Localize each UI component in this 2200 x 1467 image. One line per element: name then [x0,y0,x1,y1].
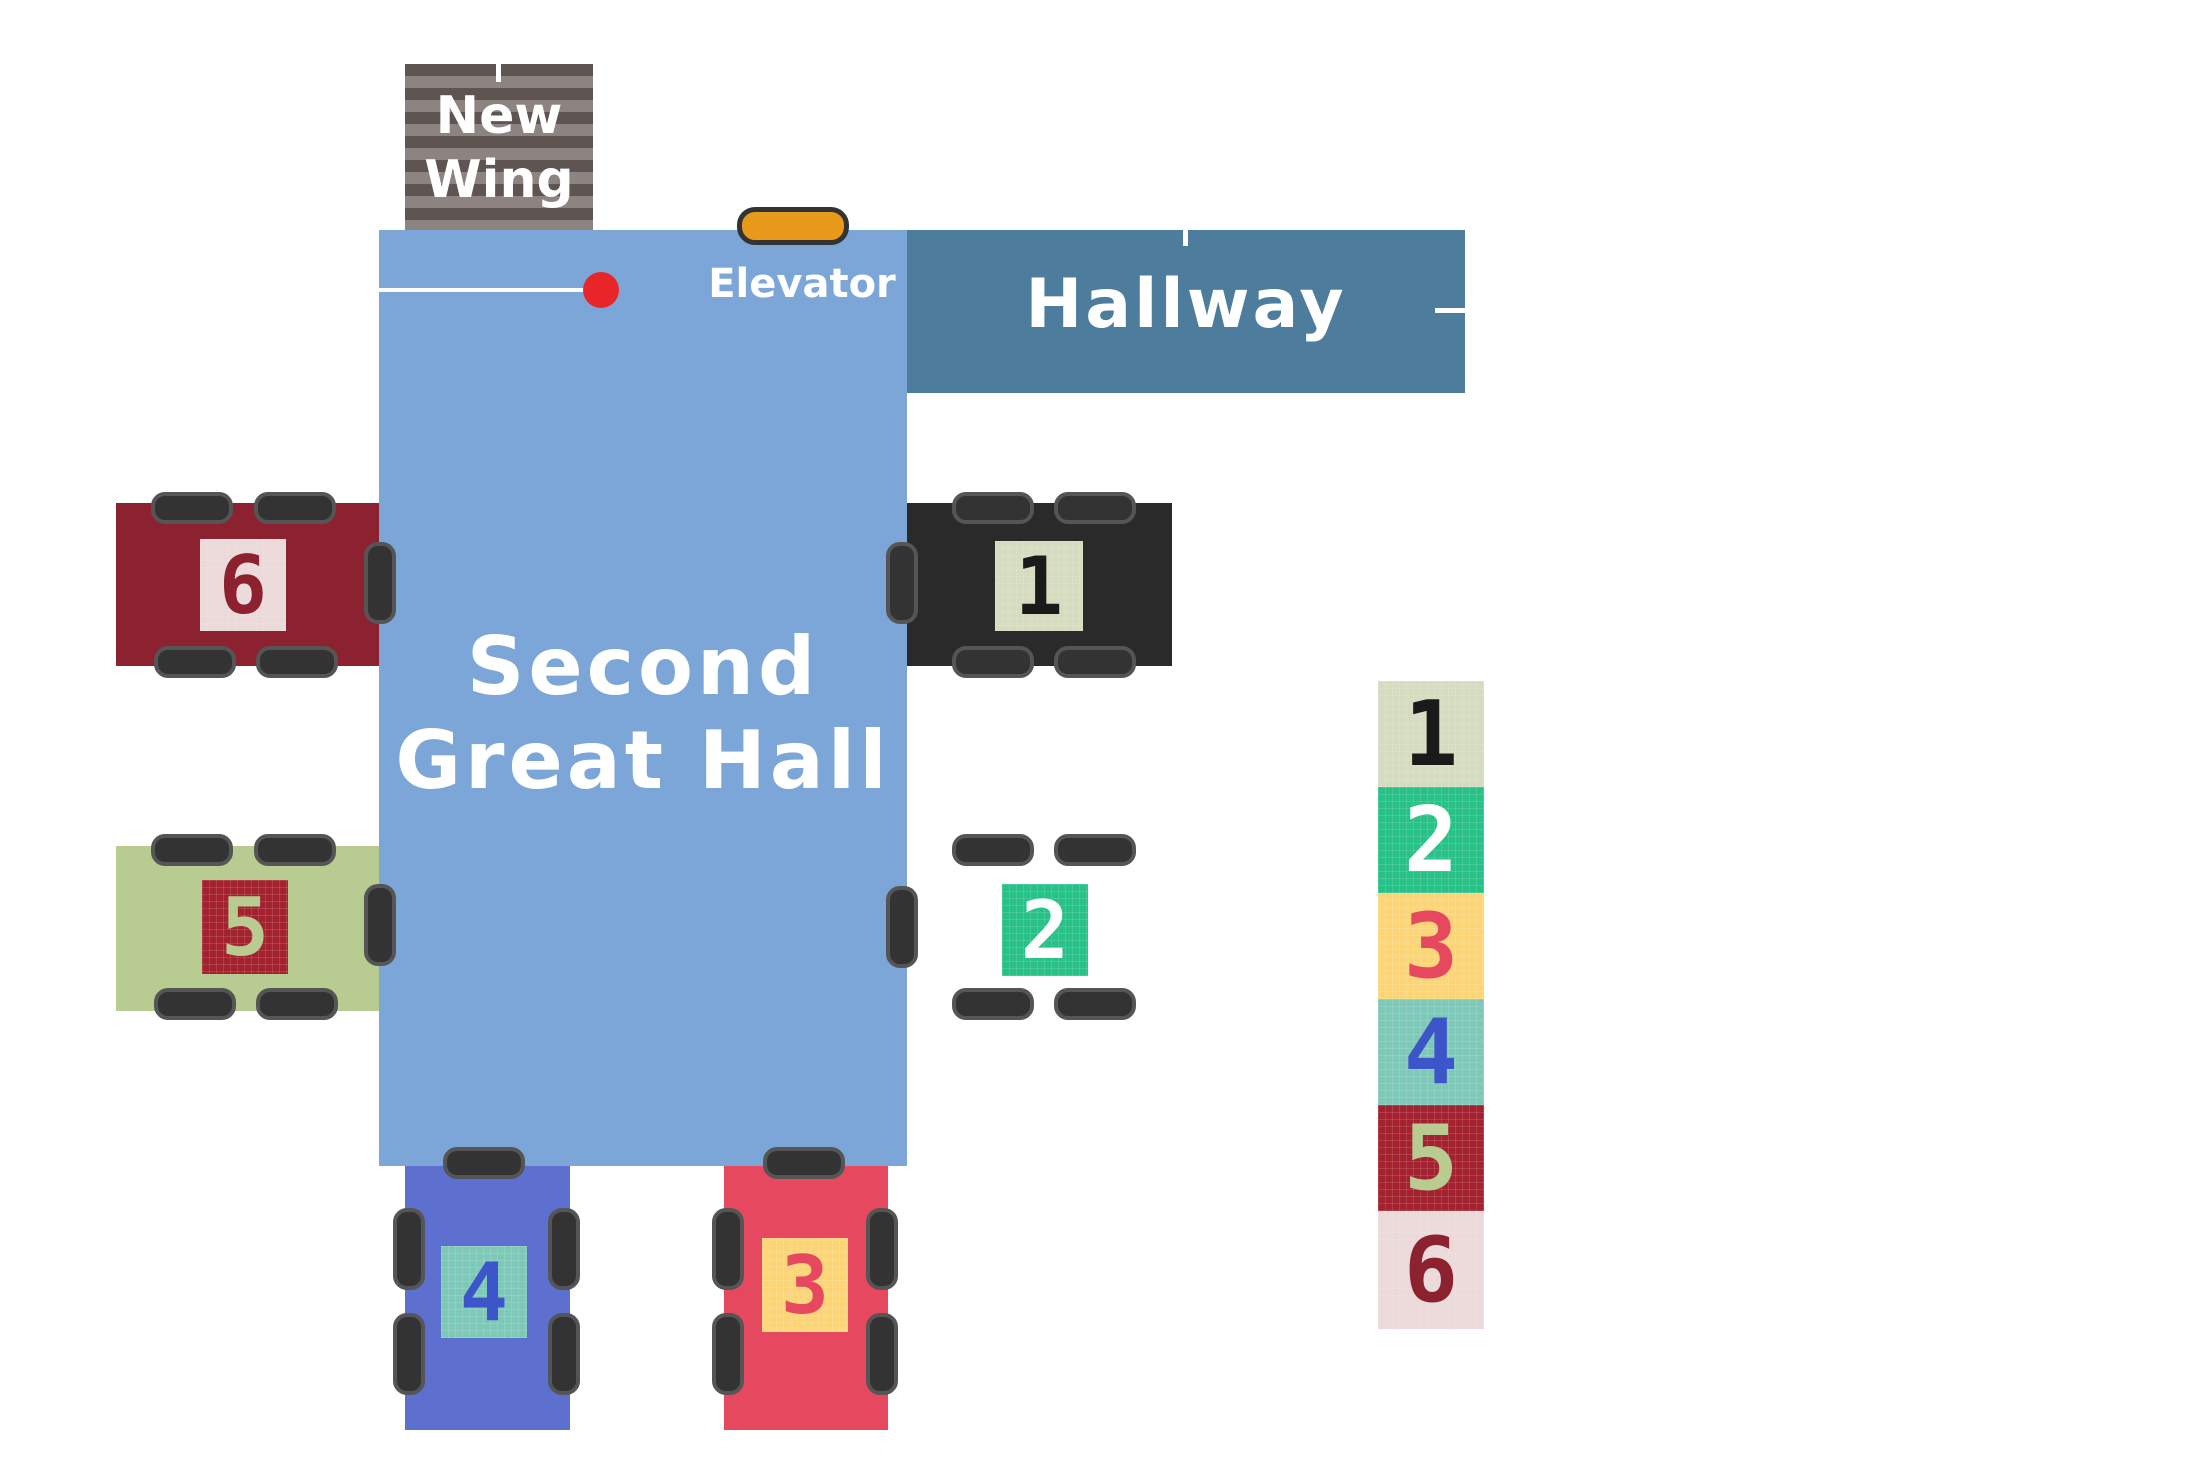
legend-number-2: 2 [1403,787,1459,893]
hallway-door-mark-right [1435,308,1465,313]
chair [712,1313,744,1395]
chair [154,646,236,678]
chair [1054,834,1136,866]
great-hall-label-line1: Second [466,620,820,713]
chair [151,834,233,866]
table-5-number: 5 [220,880,270,974]
table-2-number: 2 [1020,883,1070,977]
chair [1054,646,1136,678]
legend-item-1: 1 [1378,681,1484,787]
new-wing-label-line2: Wing [424,150,574,210]
table-1[interactable]: 1 [907,503,1172,666]
table-1-number-tile: 1 [995,539,1083,633]
chair [154,988,236,1020]
new-wing-door-mark [496,64,501,82]
chair [393,1208,425,1290]
chair [866,1208,898,1290]
chair [952,834,1034,866]
table-5[interactable]: 5 [116,846,379,1011]
table-3-number-tile: 3 [762,1238,848,1332]
great-hall-label: Second Great Hall [379,620,907,808]
table-2-number-tile[interactable]: 2 [1002,883,1088,977]
elevator-label: Elevator [708,261,896,307]
legend-number-6: 6 [1403,1217,1459,1323]
chair [364,884,396,966]
legend-number-5: 5 [1403,1105,1459,1211]
chair [256,988,338,1020]
legend-item-4: 4 [1378,999,1484,1105]
table-1-number: 1 [1014,539,1064,633]
chair [886,886,918,968]
new-wing-room: New Wing [405,64,593,230]
chair [886,542,918,624]
chair [1054,492,1136,524]
table-3-number: 3 [780,1238,830,1332]
chair [952,988,1034,1020]
location-marker [583,272,619,308]
legend-item-6: 6 [1378,1211,1484,1329]
marker-line [379,288,599,292]
table-4-number: 4 [459,1245,509,1339]
chair [254,834,336,866]
table-3[interactable]: 3 [724,1166,888,1430]
chair [952,646,1034,678]
legend-number-1: 1 [1403,681,1459,787]
chair [712,1208,744,1290]
chair [548,1208,580,1290]
chair [443,1147,525,1179]
chair [763,1147,845,1179]
table-4[interactable]: 4 [405,1166,570,1430]
table-6-number: 6 [218,538,268,632]
chair [1054,988,1136,1020]
table-4-number-tile: 4 [441,1245,527,1339]
chair [151,492,233,524]
hallway-door-mark-top [1183,230,1188,246]
legend-number-3: 3 [1403,893,1459,999]
chair [866,1313,898,1395]
second-great-hall-room: Elevator Second Great Hall [379,230,907,1166]
table-5-number-tile: 5 [202,880,288,974]
new-wing-label: New Wing [405,84,593,212]
chair [254,492,336,524]
hallway-label: Hallway [1025,265,1347,344]
chair [364,542,396,624]
elevator [737,207,849,245]
hallway-room: Hallway [907,230,1465,393]
chair [548,1313,580,1395]
chair [256,646,338,678]
legend-item-5: 5 [1378,1105,1484,1211]
table-legend: 1 2 3 4 5 6 [1378,681,1484,1329]
legend-item-3: 3 [1378,893,1484,999]
great-hall-label-line2: Great Hall [395,714,891,807]
legend-item-2: 2 [1378,787,1484,893]
chair [393,1313,425,1395]
new-wing-label-line1: New [435,86,563,146]
chair [952,492,1034,524]
legend-number-4: 4 [1403,999,1459,1105]
table-6-number-tile: 6 [200,538,286,632]
table-6[interactable]: 6 [116,503,379,666]
